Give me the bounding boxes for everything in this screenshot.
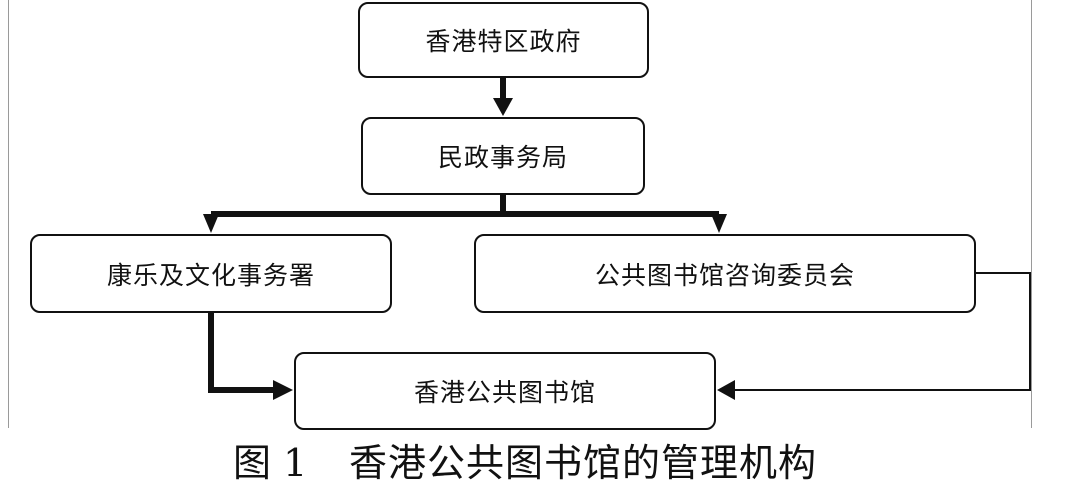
node-home-affairs-bureau-label: 民政事务局 <box>437 143 568 172</box>
node-lcsd: 康乐及文化事务署 <box>30 234 392 313</box>
node-home-affairs-bureau: 民政事务局 <box>361 117 645 195</box>
figure-caption: 图 1 香港公共图书馆的管理机构 <box>0 437 1088 489</box>
arrowhead-hkpl-right <box>717 380 735 400</box>
edge-advisory-to-hkpl <box>733 272 1031 391</box>
node-hk-government: 香港特区政府 <box>358 2 649 78</box>
arrowhead-lcsd <box>203 214 219 233</box>
node-lcsd-label: 康乐及文化事务署 <box>106 260 315 290</box>
frame-left-border <box>8 0 9 428</box>
arrowhead-civic <box>493 98 513 116</box>
edge-lcsd-to-hkpl <box>208 313 276 393</box>
node-library-advisory-committee: 公共图书馆咨询委员会 <box>474 234 976 313</box>
arrowhead-hkpl-left <box>273 380 293 400</box>
arrowhead-advisory <box>711 214 727 233</box>
figure-title: 香港公共图书馆的管理机构 <box>349 441 818 485</box>
node-library-advisory-committee-label: 公共图书馆咨询委员会 <box>594 260 855 290</box>
node-hk-public-libraries: 香港公共图书馆 <box>294 352 716 430</box>
figure-number: 图 1 <box>233 441 308 485</box>
frame-right-border <box>1031 0 1032 428</box>
node-hk-public-libraries-label: 香港公共图书馆 <box>413 378 596 407</box>
node-hk-government-label: 香港特区政府 <box>425 27 582 56</box>
